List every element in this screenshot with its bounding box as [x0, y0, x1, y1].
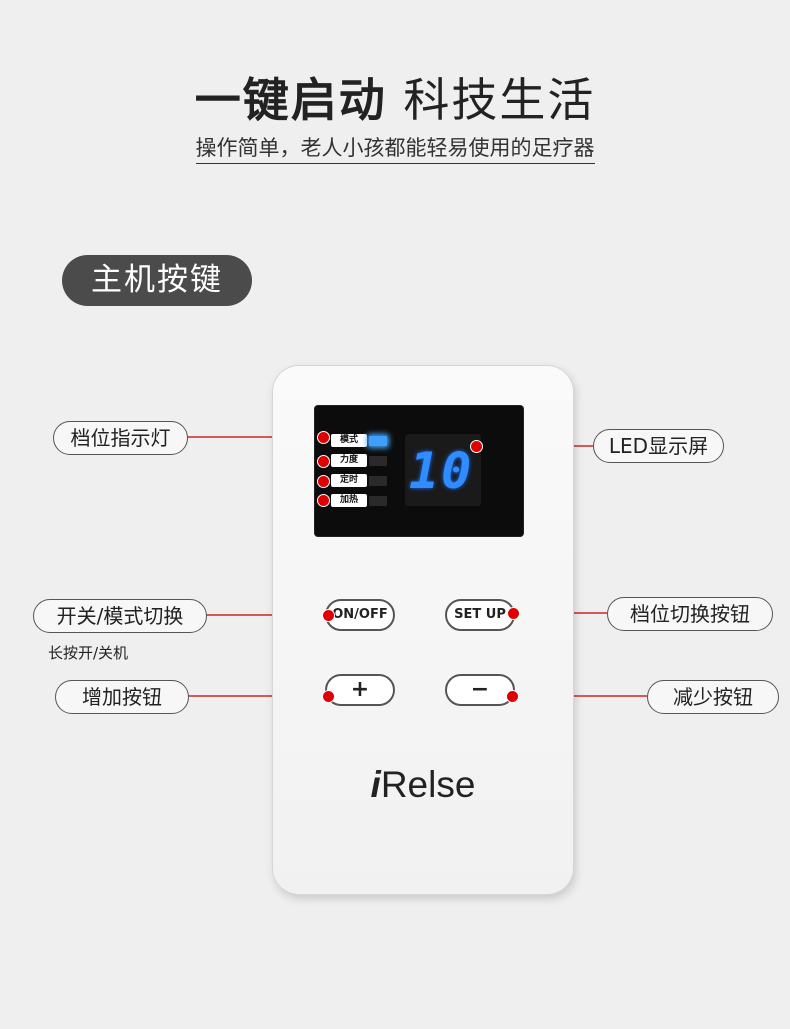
callout-power-mode: 开关/模式切换	[33, 599, 207, 633]
on-off-button[interactable]: ON/OFF	[325, 599, 395, 631]
led-strength	[369, 456, 387, 466]
control-screen: 模式 力度 定时 加热 10	[315, 406, 523, 536]
callout-dot	[506, 690, 519, 703]
callout-gear-switch: 档位切换按钮	[607, 597, 773, 631]
brand-logo: iRelse	[273, 764, 573, 806]
plus-button[interactable]: +	[325, 674, 395, 706]
callout-dot	[470, 440, 483, 453]
title-bold: 一键启动	[194, 73, 387, 127]
callout-dot	[322, 609, 335, 622]
callout-dot	[317, 494, 330, 507]
callout-dot	[317, 475, 330, 488]
brand-i: i	[370, 764, 381, 805]
callout-dot	[322, 690, 335, 703]
callout-dot	[507, 607, 520, 620]
callout-gear-indicator: 档位指示灯	[53, 421, 188, 455]
callout-increase: 增加按钮	[55, 680, 189, 714]
callout-dot	[317, 431, 330, 444]
title-light: 科技生活	[403, 73, 596, 127]
led-timer	[369, 476, 387, 486]
page-title: 一键启动 科技生活	[0, 64, 790, 130]
indicator-strength: 力度	[331, 454, 367, 467]
led-heat	[369, 496, 387, 506]
page-subtitle: 操作简单，老人小孩都能轻易使用的足疗器	[0, 132, 790, 164]
section-label: 主机按键	[62, 255, 252, 306]
brand-rest: Relse	[380, 764, 476, 805]
foot-massager-unit: 模式 力度 定时 加热 10 ON/OFF SET UP + − iRelse	[273, 366, 573, 894]
callout-decrease: 减少按钮	[647, 680, 779, 714]
led-mode	[369, 436, 387, 446]
set-up-button[interactable]: SET UP	[445, 599, 515, 631]
display-value: 10	[409, 442, 474, 500]
indicator-timer: 定时	[331, 474, 367, 487]
power-note: 长按开/关机	[48, 644, 129, 662]
indicator-heat: 加热	[331, 494, 367, 507]
callout-dot	[317, 455, 330, 468]
indicator-mode: 模式	[331, 434, 367, 447]
subtitle-text: 操作简单，老人小孩都能轻易使用的足疗器	[195, 136, 595, 164]
minus-button[interactable]: −	[445, 674, 515, 706]
led-display: 10	[405, 434, 481, 506]
callout-led-display: LED显示屏	[593, 429, 724, 463]
